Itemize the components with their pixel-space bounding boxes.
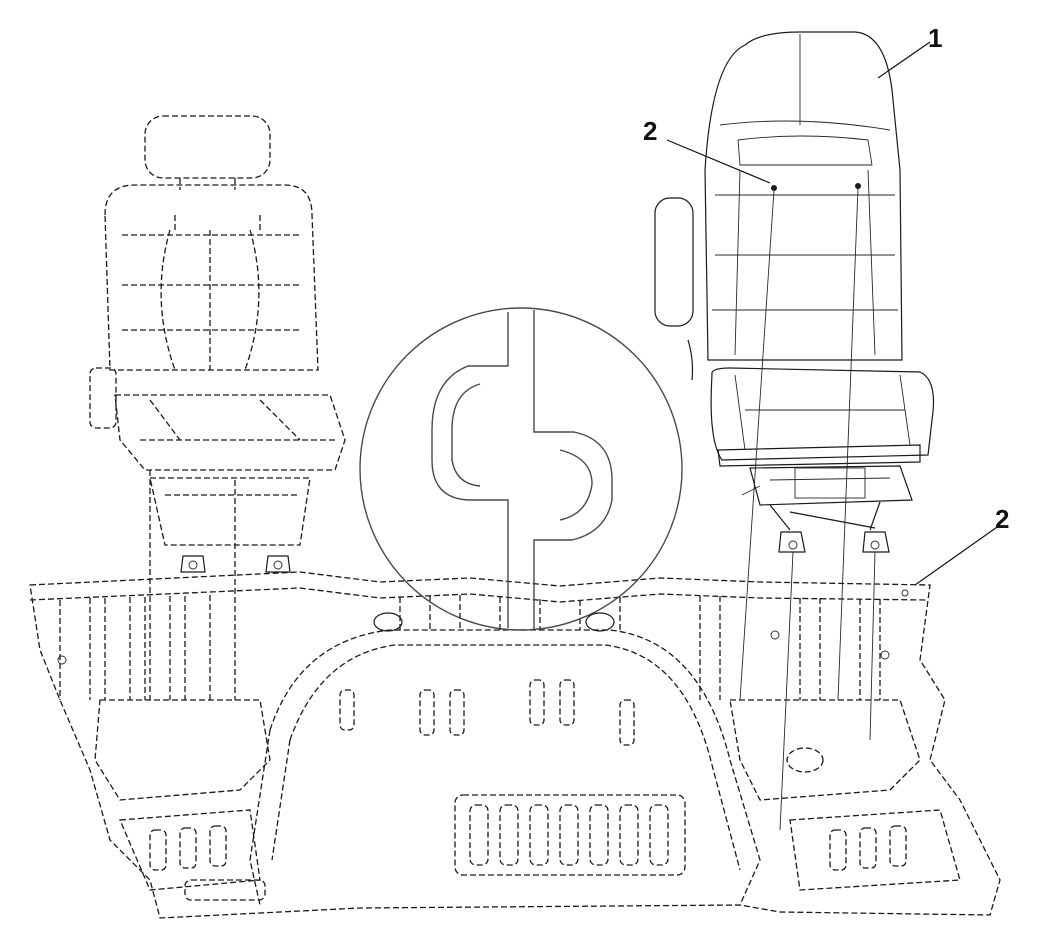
passenger-seat <box>89 115 346 700</box>
slide-rails <box>749 465 913 506</box>
leader-2-upper <box>666 139 771 184</box>
headrest <box>144 115 271 179</box>
callout-1: 1 <box>928 23 943 53</box>
left-footwell <box>94 699 271 901</box>
tunnel-ribs <box>339 679 686 876</box>
rear-ribs <box>59 595 881 700</box>
leader-2-floor <box>914 524 1001 586</box>
floor-pan <box>29 571 1001 919</box>
leader-1 <box>877 41 931 79</box>
seat-cushion <box>114 394 346 471</box>
backrest <box>104 184 319 371</box>
callout-2-floor: 2 <box>995 504 1010 534</box>
right-footwell <box>729 699 961 891</box>
driver-seat <box>654 31 935 831</box>
driver-backrest <box>704 31 903 361</box>
leader-lines <box>666 41 1001 586</box>
callout-2-upper: 2 <box>643 116 658 146</box>
armrest <box>654 197 694 327</box>
seat-base <box>149 477 311 546</box>
watermark-logo <box>359 307 683 631</box>
driver-cushion <box>710 367 935 461</box>
